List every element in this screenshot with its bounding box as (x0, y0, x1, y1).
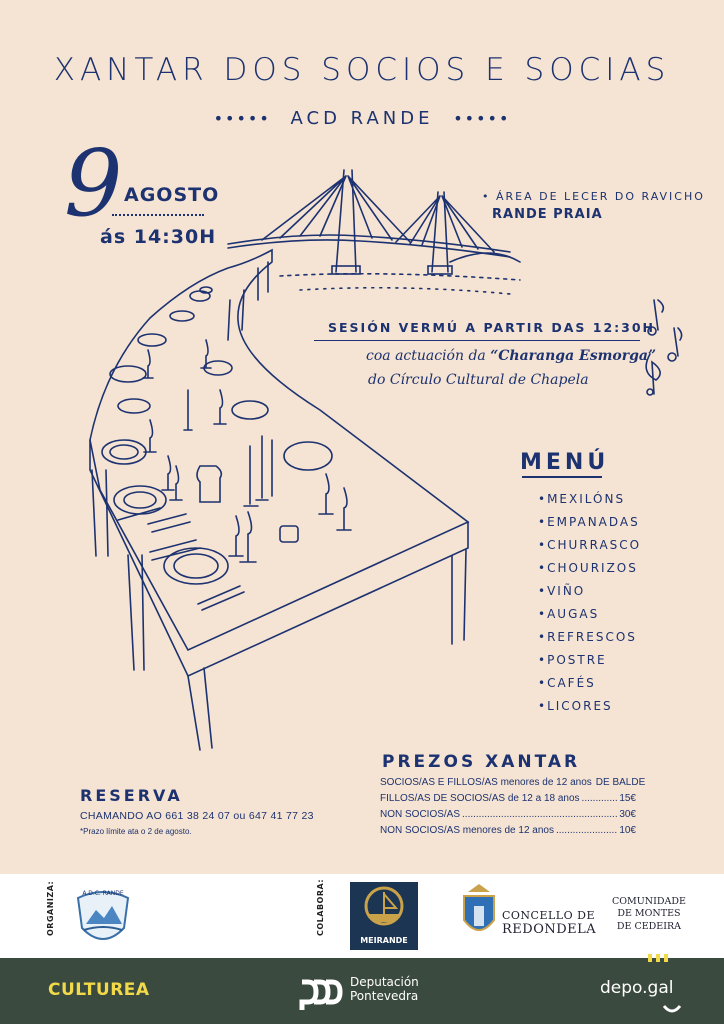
concello-line2: REDONDELA (502, 921, 597, 937)
comunidade-line1: COMUNIDADE (612, 896, 686, 907)
table-leg (187, 667, 213, 751)
table-leg (127, 554, 145, 671)
prices-title: PREZOS XANTAR (382, 752, 581, 772)
table-top (89, 248, 470, 652)
reservation-deadline-note: *Prazo límite ata o 2 de agosto. (80, 827, 192, 836)
comunidade-line2: DE MONTES (617, 908, 681, 920)
meirande-logo: MEIRANDE (350, 882, 418, 950)
deputacion-pontevedra: Deputación Pontevedra (350, 975, 419, 1004)
prices-table: SOCIOS/AS E FILLOS/AS menores de 12 anos… (380, 775, 645, 839)
menu-item: •MEXILÓNS (538, 492, 626, 506)
reservation-phones: CHAMANDO AO 661 38 24 07 ou 647 41 77 23 (80, 810, 314, 822)
menu-underline (522, 476, 602, 478)
comunidade-montes-cedeira: COMUNIDADE DE MONTES DE CEDEIRA (612, 896, 686, 933)
band-name: “Charanga Esmorga” (490, 348, 657, 364)
date-month: AGOSTO (124, 184, 220, 206)
price-label: SOCIOS/AS E FILLOS/AS menores de 12 anos (380, 777, 592, 788)
price-label: NON SOCIOS/AS (380, 809, 461, 820)
depo-gal-logo: depo.gal (600, 978, 674, 998)
performance-prefix: coa actuación da (366, 348, 491, 364)
smile-icon (662, 1005, 682, 1013)
ship-icon (364, 886, 404, 926)
location-area: • ÁREA DE LECER DO RAVICHO (482, 190, 705, 203)
price-row: NON SOCIOS/AS menores de 12 anos 10€ (380, 823, 636, 839)
menu-item: •AUGAS (538, 607, 600, 621)
yellow-mark (656, 954, 660, 962)
dots-right: ••••• (453, 109, 511, 128)
price-value: DE BALDE (595, 777, 646, 788)
menu-item: •VIÑO (538, 584, 586, 598)
organiza-label: ORGANIZA: (46, 880, 55, 936)
menu-item: •LICORES (538, 699, 613, 713)
table-leg (451, 549, 467, 645)
deputacion-logo-icon (299, 979, 343, 1010)
comunidade-line3: DE CEDEIRA (616, 920, 681, 932)
bridge-deck (227, 234, 511, 253)
deputacion-line2: Pontevedra (350, 988, 419, 1003)
concello-line1: CONCELLO DE (502, 909, 595, 922)
footer-band (0, 958, 724, 1024)
dot-leader (582, 791, 618, 807)
poster-subtitle: ••••• ACD RANDE ••••• (0, 108, 724, 129)
price-row: FILLOS/AS DE SOCIOS/AS de 12 a 18 anos 15… (380, 791, 636, 807)
colabora-label: COLABORA: (316, 878, 325, 936)
organizer-name: ACD RANDE (290, 108, 434, 129)
menu-item: •REFRESCOS (538, 630, 637, 644)
yellow-mark (648, 954, 652, 962)
price-value: 10€ (619, 825, 636, 836)
date-time: ás 14:30H (100, 226, 217, 248)
menu-item: •CHURRASCO (538, 538, 642, 552)
acd-logo-text: A.D.C. RANDE (82, 890, 124, 897)
price-row: NON SOCIOS/AS 30€ (380, 807, 636, 823)
vermu-headline: SESIÓN VERMÚ A PARTIR DAS 12:30H (328, 320, 656, 335)
performance-origin: do Círculo Cultural de Chapela (368, 372, 589, 388)
dots-left: ••••• (213, 109, 271, 128)
yellow-mark (664, 954, 668, 962)
performance-line: coa actuación da “Charanga Esmorga” (366, 348, 656, 364)
price-value: 15€ (619, 793, 636, 804)
price-row: SOCIOS/AS E FILLOS/AS menores de 12 anos… (380, 775, 645, 791)
price-label: FILLOS/AS DE SOCIOS/AS de 12 a 18 anos (380, 793, 580, 804)
vermu-divider (314, 340, 640, 341)
reservation-title: RESERVA (80, 786, 183, 805)
deputacion-line1: Deputación (350, 975, 419, 989)
meirande-label: MEIRANDE (360, 936, 408, 945)
menu-item: •CAFÉS (538, 676, 596, 690)
table-leg (91, 469, 109, 557)
concello-redondela: CONCELLO DE REDONDELA (502, 909, 597, 938)
menu-list: •MEXILÓNS •EMPANADAS •CHURRASCO •CHOURIZ… (538, 488, 641, 718)
price-label: NON SOCIOS/AS menores de 12 anos (380, 825, 554, 836)
acd-rande-logo: A.D.C. RANDE (76, 890, 130, 940)
date-divider (112, 214, 204, 216)
dot-leader (462, 807, 617, 823)
redondela-coat-of-arms-icon (463, 884, 495, 931)
price-value: 30€ (619, 809, 636, 820)
dot-leader (556, 823, 617, 839)
menu-title: MENÚ (520, 450, 610, 475)
location-beach: RANDE PRAIA (492, 207, 603, 222)
menu-item: •CHOURIZOS (538, 561, 638, 575)
poster-title: XANTAR DOS SOCIOS E SOCIAS (53, 52, 671, 88)
menu-item: •POSTRE (538, 653, 607, 667)
menu-item: •EMPANADAS (538, 515, 640, 529)
culturea-logo: CULTUREA (48, 980, 150, 1000)
